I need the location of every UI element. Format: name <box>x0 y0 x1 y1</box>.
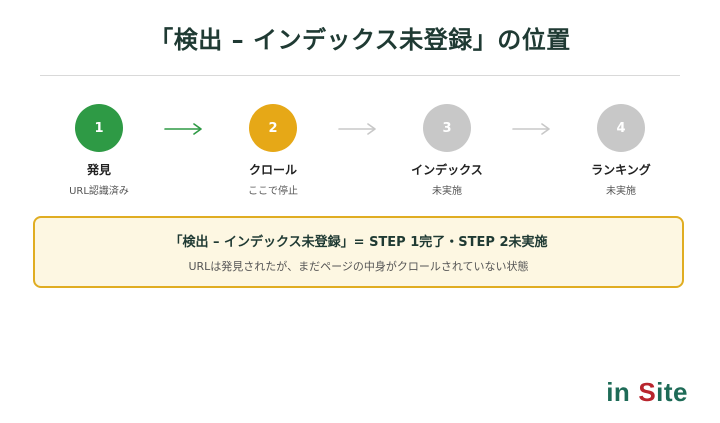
step-status: 未実施 <box>432 186 462 197</box>
step-discovery: 1 発見 URL認識済み <box>29 104 169 197</box>
step-index: 3 インデックス 未実施 <box>377 104 517 197</box>
step-title: クロール <box>248 163 297 177</box>
callout-description: URLは発見されたが、まだページの中身がクロールされていない状態 <box>188 259 529 273</box>
logo-text-in: in <box>606 377 631 407</box>
callout-headline: 「検出 – インデックス未登録」= STEP 1完了・STEP 2未実施 <box>169 234 548 250</box>
step-number-badge: 1 <box>75 104 123 152</box>
step-title: インデックス <box>411 163 483 177</box>
step-number-badge: 4 <box>597 104 645 152</box>
arrow-right-icon <box>338 123 376 135</box>
step-status: 未実施 <box>606 186 636 197</box>
step-status: ここで停止 <box>248 186 298 197</box>
divider <box>40 75 680 76</box>
step-title: 発見 <box>86 163 111 177</box>
step-status: URL認識済み <box>69 186 129 197</box>
step-number-badge: 3 <box>423 104 471 152</box>
step-ranking: 4 ランキング 未実施 <box>551 104 691 197</box>
step-number-badge: 2 <box>249 104 297 152</box>
arrow-right-icon <box>512 123 550 135</box>
arrow-right-icon <box>164 123 202 135</box>
logo-text-s: S <box>638 377 657 407</box>
logo-text-ite: ite <box>656 377 688 407</box>
page-title: 「検出 – インデックス未登録」の位置 <box>149 26 571 54</box>
step-crawl: 2 クロール ここで停止 <box>203 104 343 197</box>
status-callout: 「検出 – インデックス未登録」= STEP 1完了・STEP 2未実施 URL… <box>33 216 684 288</box>
step-title: ランキング <box>591 163 651 177</box>
